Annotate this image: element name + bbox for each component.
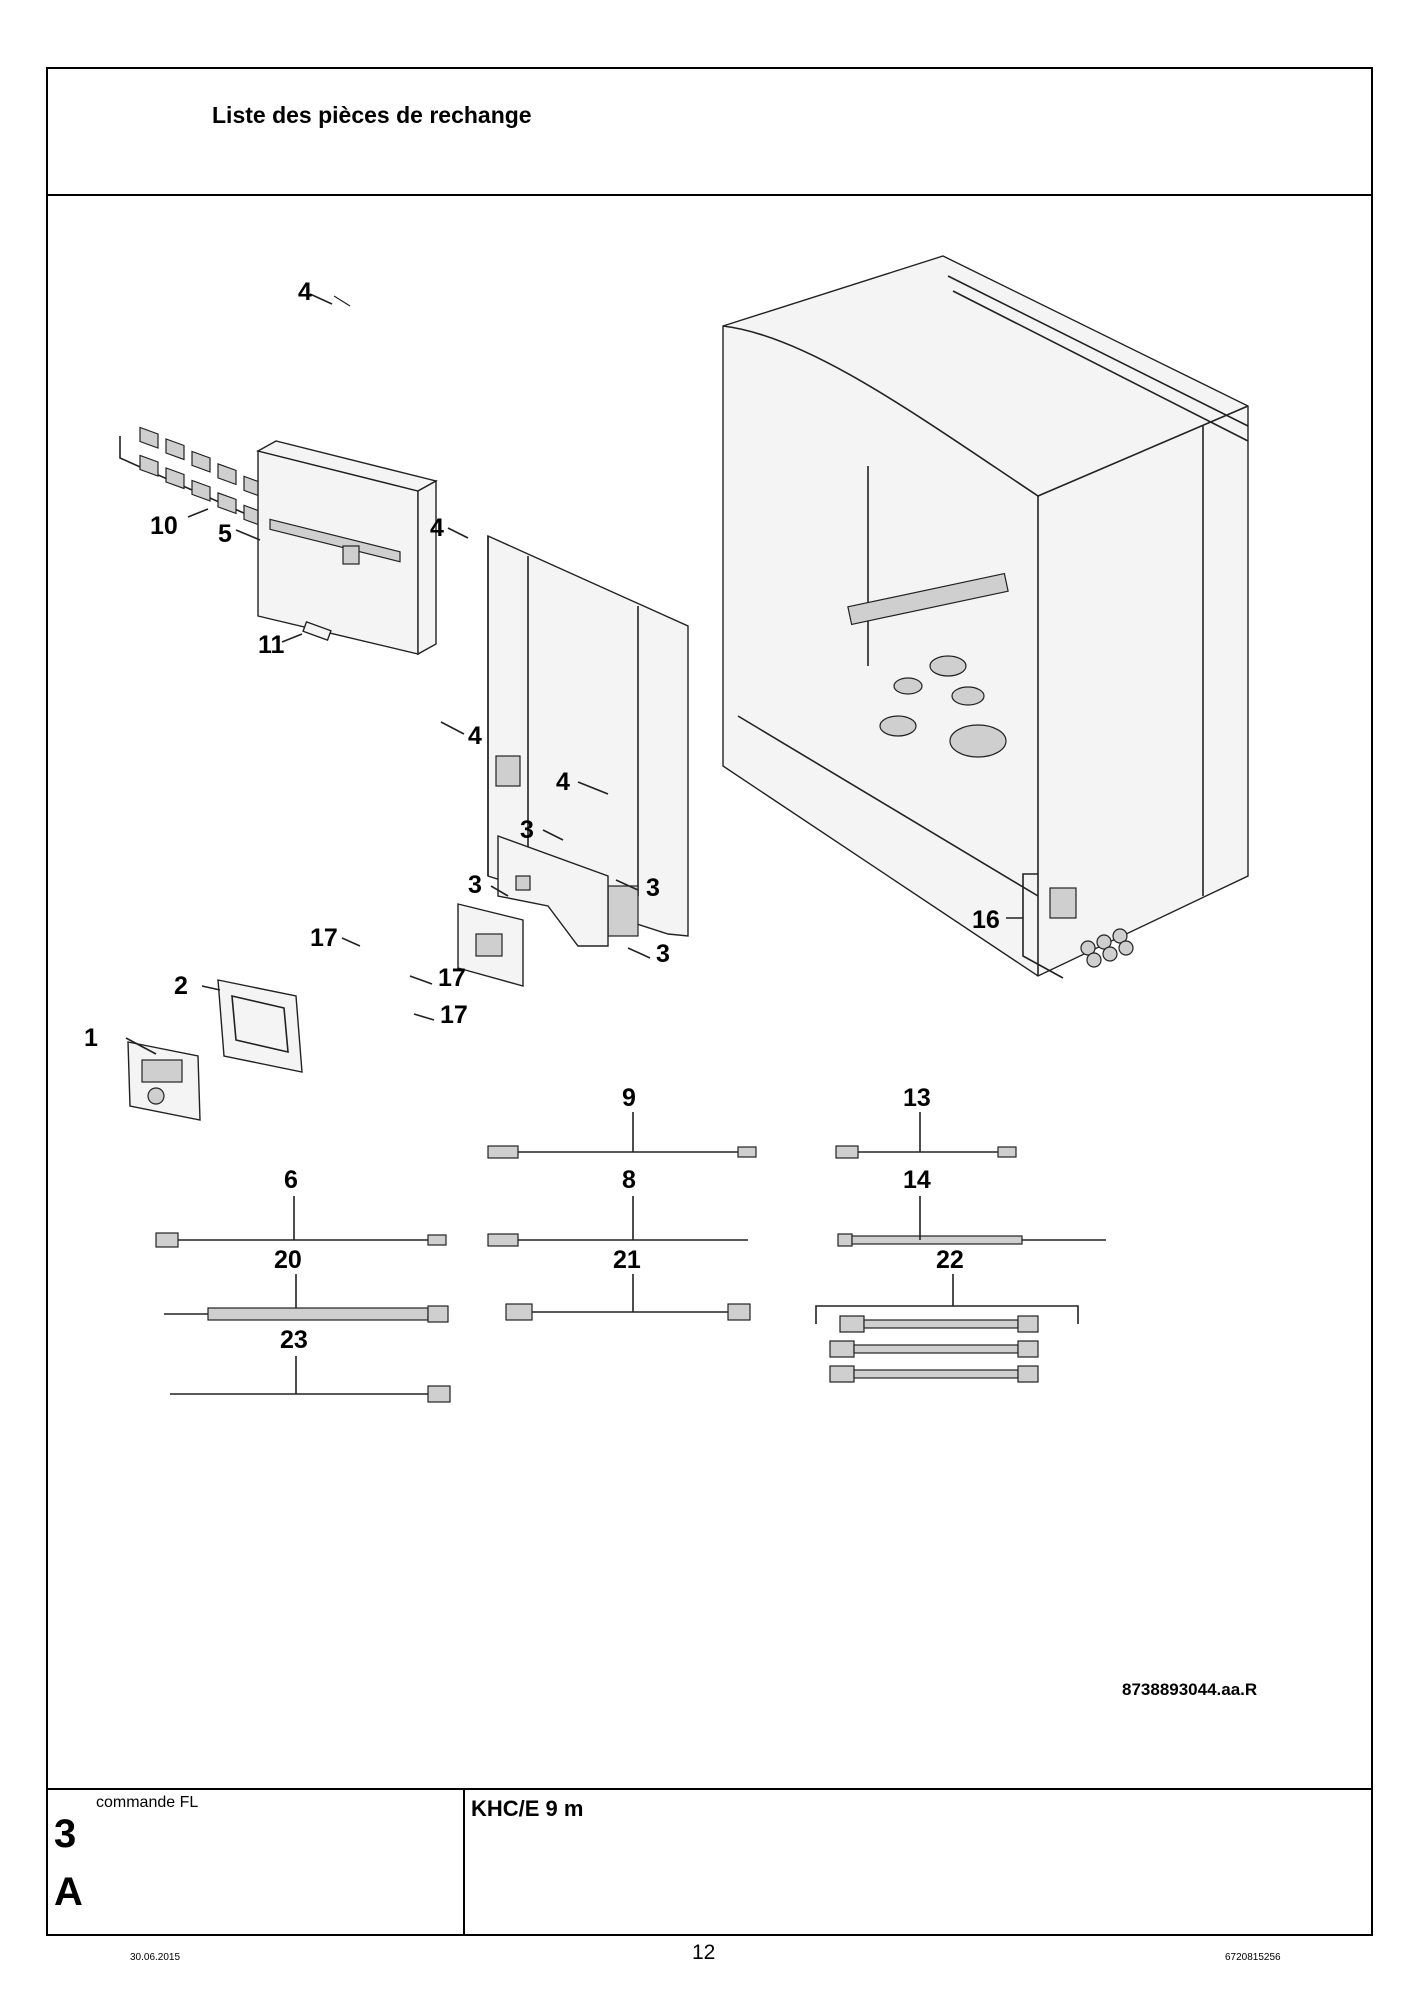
- cable-9-part: [487, 1112, 757, 1159]
- cable-set-22-part: [815, 1274, 1079, 1383]
- callout-4-bottom-left: 4: [468, 722, 482, 750]
- callout-10: 10: [150, 512, 178, 540]
- callout-8: 8: [622, 1166, 636, 1194]
- drawing-reference: 8738893044.aa.R: [1122, 1680, 1258, 1699]
- callout-16: 16: [972, 906, 1000, 934]
- callout-13: 13: [903, 1084, 931, 1112]
- callout-11: 11: [258, 631, 285, 659]
- title-block-divider: [46, 1788, 1373, 1790]
- cable-23-part: [170, 1356, 451, 1403]
- section-number: 3: [54, 1812, 77, 1856]
- callout-22: 22: [936, 1246, 964, 1274]
- cable-6-part: [155, 1196, 447, 1248]
- callout-4-plate: 4: [430, 514, 444, 542]
- callout-17-top: 17: [310, 924, 338, 952]
- controller-frame-part: [217, 979, 303, 1073]
- room-controller-part: [127, 1041, 201, 1121]
- model-name: KHC/E 9 m: [471, 1796, 584, 1821]
- cable-13-part: [835, 1112, 1017, 1159]
- callout-2: 2: [174, 972, 188, 1000]
- section-letter: A: [54, 1870, 83, 1914]
- callout-3-top: 3: [520, 816, 534, 844]
- mounting-plate-part: [487, 534, 689, 937]
- callout-4-top: 4: [298, 278, 312, 306]
- page-title: Liste des pièces de rechange: [212, 102, 532, 128]
- callout-14: 14: [903, 1166, 931, 1194]
- callout-3-right: 3: [646, 874, 660, 902]
- callout-17-bottom: 17: [440, 1001, 468, 1029]
- callout-3-bottom: 3: [656, 940, 670, 968]
- callout-6: 6: [284, 1166, 298, 1194]
- callout-5: 5: [218, 520, 232, 548]
- page-number: 12: [692, 1941, 716, 1964]
- cable-glands-part: [1022, 873, 1134, 979]
- callout-20: 20: [274, 1246, 302, 1274]
- cable-21-part: [505, 1274, 751, 1321]
- assembly-group-label: commande FL: [96, 1794, 199, 1811]
- page-frame: [46, 67, 1373, 1936]
- cable-8-part: [487, 1196, 748, 1247]
- footer-date: 30.06.2015: [130, 1952, 181, 1963]
- document-code: 6720815256: [1225, 1952, 1281, 1963]
- title-block-separator: [463, 1790, 465, 1936]
- header-divider: [46, 194, 1373, 196]
- cabinet-housing-part: [722, 255, 1249, 977]
- fuse-part: [302, 620, 332, 642]
- callout-21: 21: [613, 1246, 641, 1274]
- callout-1: 1: [84, 1024, 98, 1052]
- callout-9: 9: [622, 1084, 636, 1112]
- interface-bracket-part: [497, 835, 609, 947]
- callout-3-left: 3: [468, 871, 482, 899]
- callout-23: 23: [280, 1326, 308, 1354]
- cable-tie-14-part: [837, 1196, 1106, 1247]
- cable-20-part: [164, 1274, 449, 1323]
- circuit-board-part: [457, 903, 524, 987]
- callout-17-mid: 17: [438, 964, 466, 992]
- callout-4-bottom: 4: [556, 768, 570, 796]
- control-module-part: [256, 440, 438, 656]
- exploded-parts-drawing: 10 5 4 4 11 4 4: [84, 255, 1249, 1403]
